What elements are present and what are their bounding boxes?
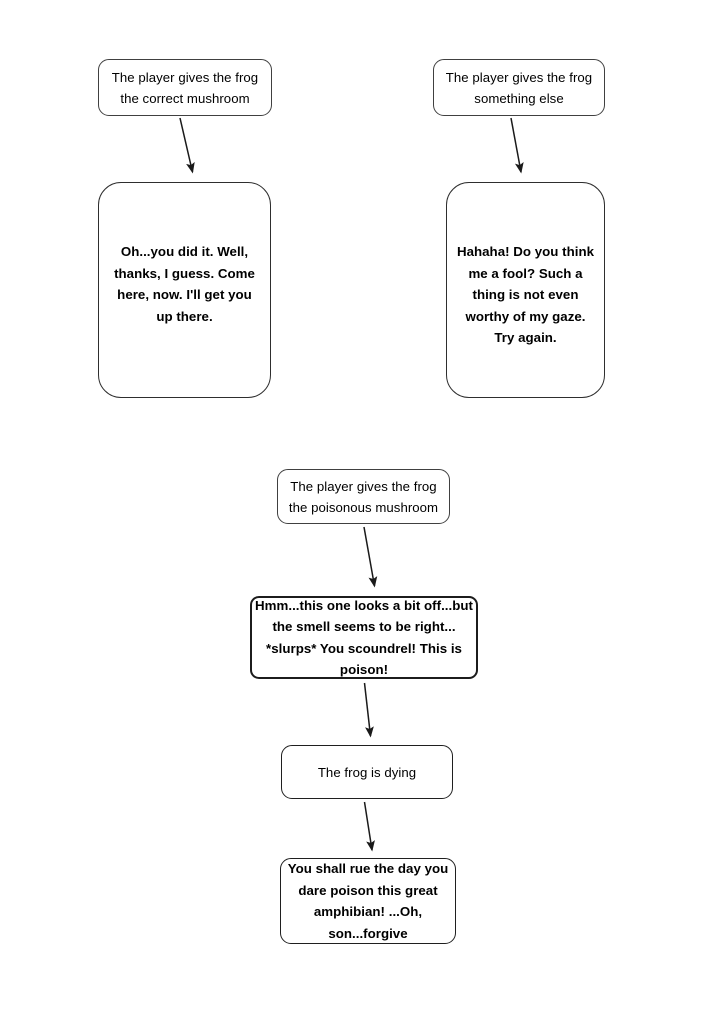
node-label: The player gives the frog the poisonous … (288, 478, 439, 515)
edge-something-arrow (510, 117, 524, 174)
node-label: The player gives the frog something else (445, 69, 593, 106)
node-label: The player gives the frog the correct mu… (111, 69, 259, 106)
node-label: The frog is dying (317, 764, 417, 780)
node-player-gives-correct-mushroom[interactable]: The player gives the frog the correct mu… (98, 59, 272, 116)
node-player-gives-poisonous-mushroom[interactable]: The player gives the frog the poisonous … (277, 469, 450, 524)
node-frog-reply-rue-the-day[interactable]: You shall rue the day you dare poison th… (280, 858, 456, 944)
edge-poisonous-arrow (363, 526, 378, 588)
node-label: Oh...you did it. Well, thanks, I guess. … (114, 244, 255, 324)
edge-poison-die-arrow (363, 682, 374, 738)
edge-correct-arrow (179, 117, 195, 174)
node-frog-is-dying[interactable]: The frog is dying (281, 745, 453, 799)
node-frog-reply-something-else[interactable]: Hahaha! Do you think me a fool? Such a t… (446, 182, 605, 398)
node-frog-reply-poison[interactable]: Hmm...this one looks a bit off...but the… (250, 596, 478, 679)
node-label: Hmm...this one looks a bit off...but the… (255, 597, 473, 678)
edge-die-rue-arrow (363, 801, 375, 852)
node-player-gives-something-else[interactable]: The player gives the frog something else (433, 59, 605, 116)
node-label: Hahaha! Do you think me a fool? Such a t… (456, 244, 595, 345)
node-label: You shall rue the day you dare poison th… (287, 861, 449, 941)
node-frog-reply-correct[interactable]: Oh...you did it. Well, thanks, I guess. … (98, 182, 271, 398)
